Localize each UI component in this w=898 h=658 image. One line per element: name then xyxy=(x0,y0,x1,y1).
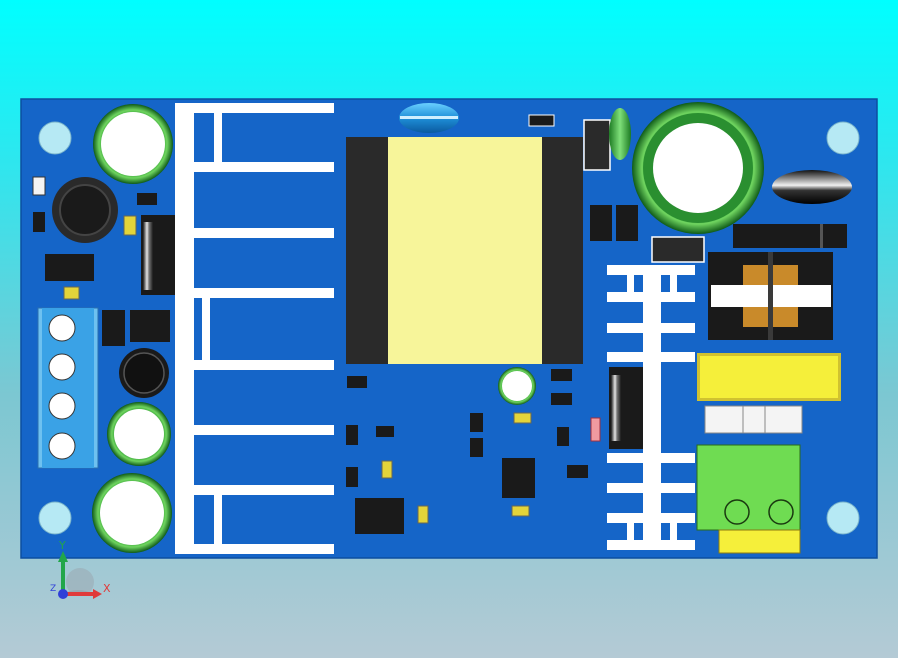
triad-z-label: Z xyxy=(50,584,57,594)
terminal-screw-1[interactable] xyxy=(48,314,76,342)
diode-left-vertical[interactable] xyxy=(141,215,175,295)
thermistor-black[interactable] xyxy=(772,170,852,204)
heatsink-right xyxy=(607,265,695,550)
smd-c11 xyxy=(551,369,572,381)
smd-c6 xyxy=(417,505,429,524)
ic-left-3 xyxy=(130,310,170,342)
smd-c3 xyxy=(376,426,394,437)
terminal-screw-2[interactable] xyxy=(48,353,76,381)
smd-c4 xyxy=(346,467,358,487)
smd-c8 xyxy=(470,438,483,457)
ic-center xyxy=(355,498,404,534)
diode-right-vertical[interactable] xyxy=(609,367,643,449)
smd-yellow-left-2 xyxy=(63,286,80,300)
coordinate-triad xyxy=(58,551,102,599)
mounting-hole-bottom-left xyxy=(38,501,72,535)
capacitor-bottom-left[interactable] xyxy=(92,473,172,553)
smd-c12 xyxy=(551,393,572,405)
smd-c2 xyxy=(346,425,358,445)
terminal-block-left[interactable] xyxy=(37,307,99,469)
smd-part-left-2 xyxy=(137,193,157,205)
mounting-hole-top-right xyxy=(826,121,860,155)
smd-c5 xyxy=(381,460,393,479)
terminal-screw-3[interactable] xyxy=(48,392,76,420)
y-capacitor-blue[interactable] xyxy=(399,103,459,133)
smd-part-right-1 xyxy=(651,236,705,263)
capacitor-top-left[interactable] xyxy=(93,104,173,184)
smd-part-top-1 xyxy=(528,114,555,127)
ic-right-2 xyxy=(616,205,638,241)
capacitor-mid-left[interactable] xyxy=(107,402,171,466)
fuse-holder-white xyxy=(704,405,803,434)
terminal-screw-right-1[interactable] xyxy=(724,499,750,525)
smd-resistor-red xyxy=(590,417,601,442)
ic-left-2 xyxy=(102,310,125,346)
fuse[interactable] xyxy=(697,353,841,401)
smd-yellow-left-1 xyxy=(123,215,137,236)
smd-part-left-1 xyxy=(33,212,45,232)
terminal-block-right[interactable] xyxy=(696,444,801,554)
common-mode-choke[interactable] xyxy=(708,252,833,340)
varistor-green[interactable] xyxy=(609,108,631,160)
triad-z-axis xyxy=(58,589,68,599)
capacitor-large-input[interactable] xyxy=(632,102,764,234)
ic-optocoupler xyxy=(502,458,535,498)
capacitor-small-center[interactable] xyxy=(498,367,536,405)
terminal-screw-right-2[interactable] xyxy=(768,499,794,525)
heatsink-left xyxy=(175,103,334,554)
terminal-screw-4[interactable] xyxy=(48,432,76,460)
smd-c1 xyxy=(347,376,367,388)
triad-y-label: Y xyxy=(59,539,66,552)
bridge-rectifier[interactable] xyxy=(733,224,847,248)
triad-x-label: X xyxy=(103,582,111,595)
smd-c7 xyxy=(470,413,483,432)
inductor-left-small[interactable] xyxy=(119,348,169,398)
smd-c14 xyxy=(567,465,588,478)
mounting-hole-bottom-right xyxy=(826,501,860,535)
ic-right-1 xyxy=(590,205,612,241)
transformer[interactable] xyxy=(346,137,583,364)
ic-left xyxy=(45,254,94,281)
smd-c9 xyxy=(513,412,532,424)
smd-c13 xyxy=(557,427,569,446)
mounting-hole-top-left xyxy=(38,121,72,155)
smd-led-white xyxy=(32,176,46,196)
smd-part-top-2 xyxy=(583,119,611,171)
inductor-left[interactable] xyxy=(52,177,118,243)
smd-c10 xyxy=(511,505,530,517)
